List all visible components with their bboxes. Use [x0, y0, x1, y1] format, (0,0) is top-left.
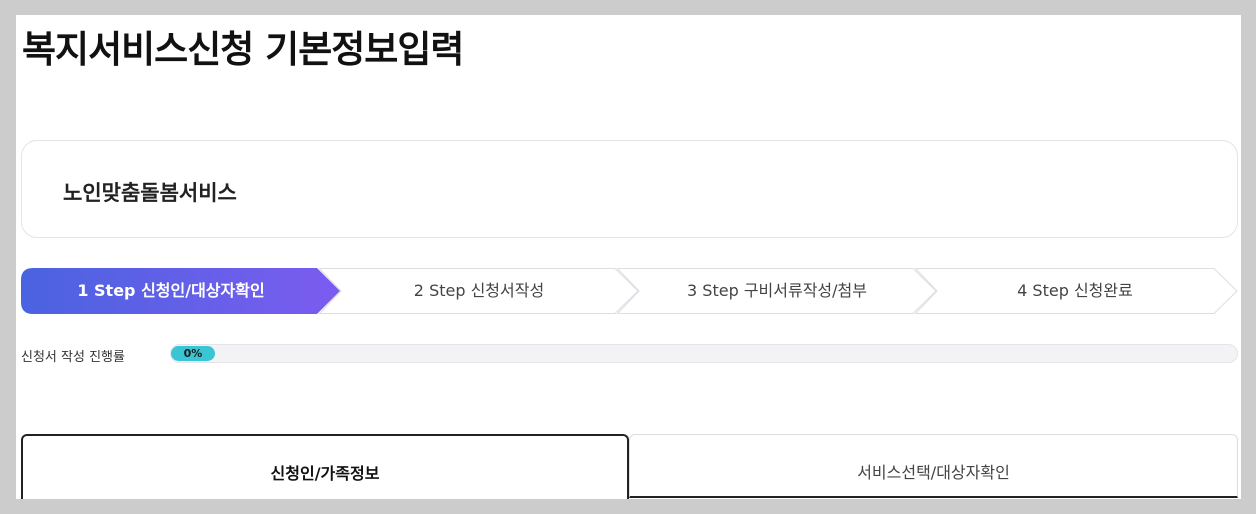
progress-label: 신청서 작성 진행률: [21, 350, 125, 365]
step-3[interactable]: 3 Step 구비서류작성/첨부: [617, 268, 937, 314]
progress-track: 0%: [170, 344, 1238, 363]
progress-fill: 0%: [171, 346, 215, 361]
page-title: 복지서비스신청 기본정보입력: [22, 28, 464, 71]
step-2[interactable]: 2 Step 신청서작성: [319, 268, 639, 314]
step-2-arrow-shape: [319, 268, 639, 314]
step-1[interactable]: 1 Step 신청인/대상자확인: [21, 268, 341, 314]
step-4-label: 4 Step 신청완료: [1017, 281, 1133, 300]
step-1-label: 1 Step 신청인/대상자확인: [77, 281, 265, 300]
step-3-label: 3 Step 구비서류작성/첨부: [687, 281, 867, 300]
step-1-arrow-shape: [21, 268, 340, 314]
service-name: 노인맞춤돌봄서비스: [63, 181, 237, 205]
tab-applicant-family-info[interactable]: 신청인/가족정보: [21, 434, 629, 499]
step-4-arrow-shape: [915, 268, 1238, 314]
step-3-arrow-shape: [617, 268, 937, 314]
tab-service-selection[interactable]: 서비스선택/대상자확인: [629, 434, 1238, 498]
step-2-label: 2 Step 신청서작성: [413, 281, 545, 300]
page-container: 복지서비스신청 기본정보입력 노인맞춤돌봄서비스 1 Step 신청인/대상자확…: [16, 15, 1241, 499]
form-tabs: 신청인/가족정보 서비스선택/대상자확인: [21, 434, 1238, 499]
step-progress-bar: 1 Step 신청인/대상자확인 2 Step 신청서작성 3 Step 구비서…: [21, 268, 1238, 314]
step-4[interactable]: 4 Step 신청완료: [915, 268, 1238, 314]
service-card: 노인맞춤돌봄서비스: [21, 140, 1238, 238]
progress-row: 신청서 작성 진행률 0%: [21, 344, 1238, 365]
